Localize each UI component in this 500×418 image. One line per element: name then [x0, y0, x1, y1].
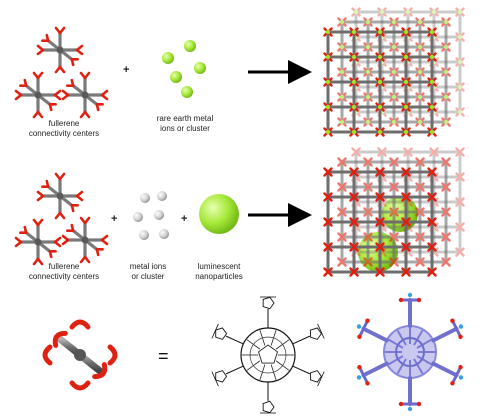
large-connector-model [42, 319, 118, 391]
metal-sphere [140, 193, 150, 203]
connector-molecule-1b [14, 71, 62, 119]
label-fullerene-centers-2: fullerene connectivity centers [28, 262, 100, 281]
fullerene-3d-model [356, 292, 464, 412]
connector-molecule-2a [36, 172, 84, 220]
connector-molecule-2b [14, 218, 62, 266]
connector-molecule-1c [61, 71, 109, 119]
label-metal-ions: metal ions or cluster [129, 262, 167, 281]
metal-sphere [157, 191, 167, 201]
luminescent-nanoparticle [199, 194, 239, 234]
metal-sphere [139, 230, 149, 240]
ion-sphere [170, 71, 182, 83]
label-rare-earth-ions: rare earth metal ions or cluster [156, 114, 214, 133]
metal-sphere [159, 229, 169, 239]
ion-sphere [184, 40, 196, 52]
row2-fullerene-centers [14, 172, 109, 266]
ion-sphere [162, 52, 174, 64]
metal-sphere [154, 210, 164, 220]
connector-molecule-1a [36, 26, 84, 74]
connector-molecule-2c [61, 216, 109, 264]
label-luminescent-nanoparticles: luminescent nanoparticles [195, 262, 243, 281]
chemical-structure-drawing [211, 296, 325, 414]
label-fullerene-centers-1: fullerene connectivity centers [28, 119, 100, 138]
framework-cube-2 [323, 147, 465, 277]
plus-operator-1: + [123, 64, 129, 76]
metal-ions-grey [133, 191, 169, 240]
framework-cube-1 [323, 7, 465, 137]
metal-sphere [133, 212, 143, 222]
row1-fullerene-centers [14, 26, 109, 119]
plus-operator-3: + [181, 213, 187, 225]
equals-operator: = [158, 346, 169, 366]
ion-sphere [181, 86, 193, 98]
ion-sphere [194, 62, 206, 74]
rare-earth-ions [162, 40, 206, 98]
plus-operator-2: + [111, 213, 117, 225]
